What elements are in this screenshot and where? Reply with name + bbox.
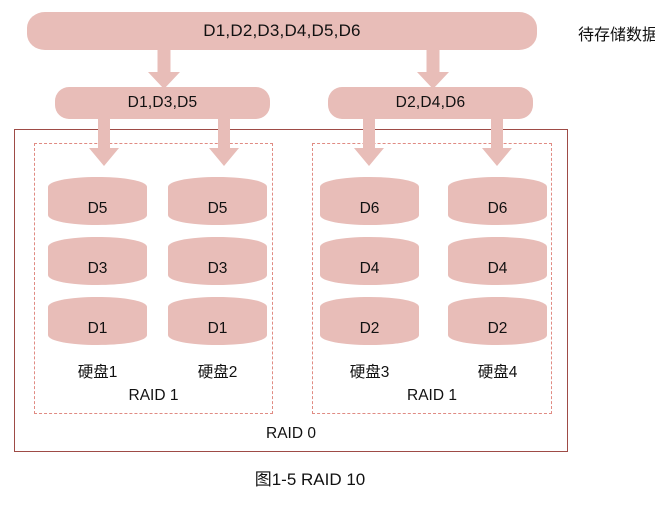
- arrow-stripe-right-to-disk4: [482, 118, 512, 166]
- disk-block-label: D3: [87, 260, 108, 277]
- disk-block-label: D1: [207, 320, 228, 337]
- arrow-stripe-left-to-disk2: [209, 118, 239, 166]
- arrow-source-to-stripe-left: [148, 50, 180, 89]
- disk-block: D6: [320, 177, 419, 225]
- disk-block: D5: [48, 177, 147, 225]
- disk-block: D1: [48, 297, 147, 345]
- disk-name-label: 硬盘3: [349, 364, 390, 381]
- disk-block-label: D4: [487, 260, 508, 277]
- disk-block-label: D5: [87, 200, 108, 217]
- disk-block: D3: [48, 237, 147, 285]
- disk-block-label: D1: [87, 320, 108, 337]
- source-data-bar: D1,D2,D3,D4,D5,D6: [27, 12, 537, 50]
- disk-block-label: D2: [487, 320, 508, 337]
- disk-block-label: D2: [359, 320, 380, 337]
- disk-block: D5: [168, 177, 267, 225]
- disk-block-label: D4: [359, 260, 380, 277]
- disk-block-label: D6: [487, 200, 508, 217]
- stripe-bar-right-label: D2,D4,D6: [395, 94, 466, 111]
- raid1-group-right: [312, 143, 552, 414]
- disk-block-label: D3: [207, 260, 228, 277]
- stripe-bar-left: D1,D3,D5: [55, 87, 270, 119]
- disk-block-label: D5: [207, 200, 228, 217]
- arrow-stripe-right-to-disk3: [354, 118, 384, 166]
- raid0-container: [14, 129, 568, 452]
- disk-block: D3: [168, 237, 267, 285]
- disk-block: D2: [448, 297, 547, 345]
- disk-name-label: 硬盘4: [477, 364, 518, 381]
- raid1-right-label: RAID 1: [407, 387, 457, 404]
- stripe-bar-right: D2,D4,D6: [328, 87, 533, 119]
- disk-name-label: 硬盘1: [77, 364, 118, 381]
- disk-block: D4: [448, 237, 547, 285]
- arrow-source-to-stripe-right: [417, 50, 449, 89]
- disk-name-label: 硬盘2: [197, 364, 238, 381]
- side-caption: 待存储数据: [578, 27, 655, 44]
- arrow-stripe-left-to-disk1: [89, 118, 119, 166]
- raid0-label: RAID 0: [266, 425, 316, 442]
- raid1-left-label: RAID 1: [128, 387, 179, 404]
- disk-block: D4: [320, 237, 419, 285]
- disk-block: D6: [448, 177, 547, 225]
- source-data-label: D1,D2,D3,D4,D5,D6: [203, 21, 361, 40]
- stripe-bar-left-label: D1,D3,D5: [127, 94, 198, 111]
- raid1-group-left: [34, 143, 273, 414]
- figure-caption: 图1-5 RAID 10: [254, 470, 366, 489]
- disk-block: D1: [168, 297, 267, 345]
- disk-block: D2: [320, 297, 419, 345]
- disk-block-label: D6: [359, 200, 380, 217]
